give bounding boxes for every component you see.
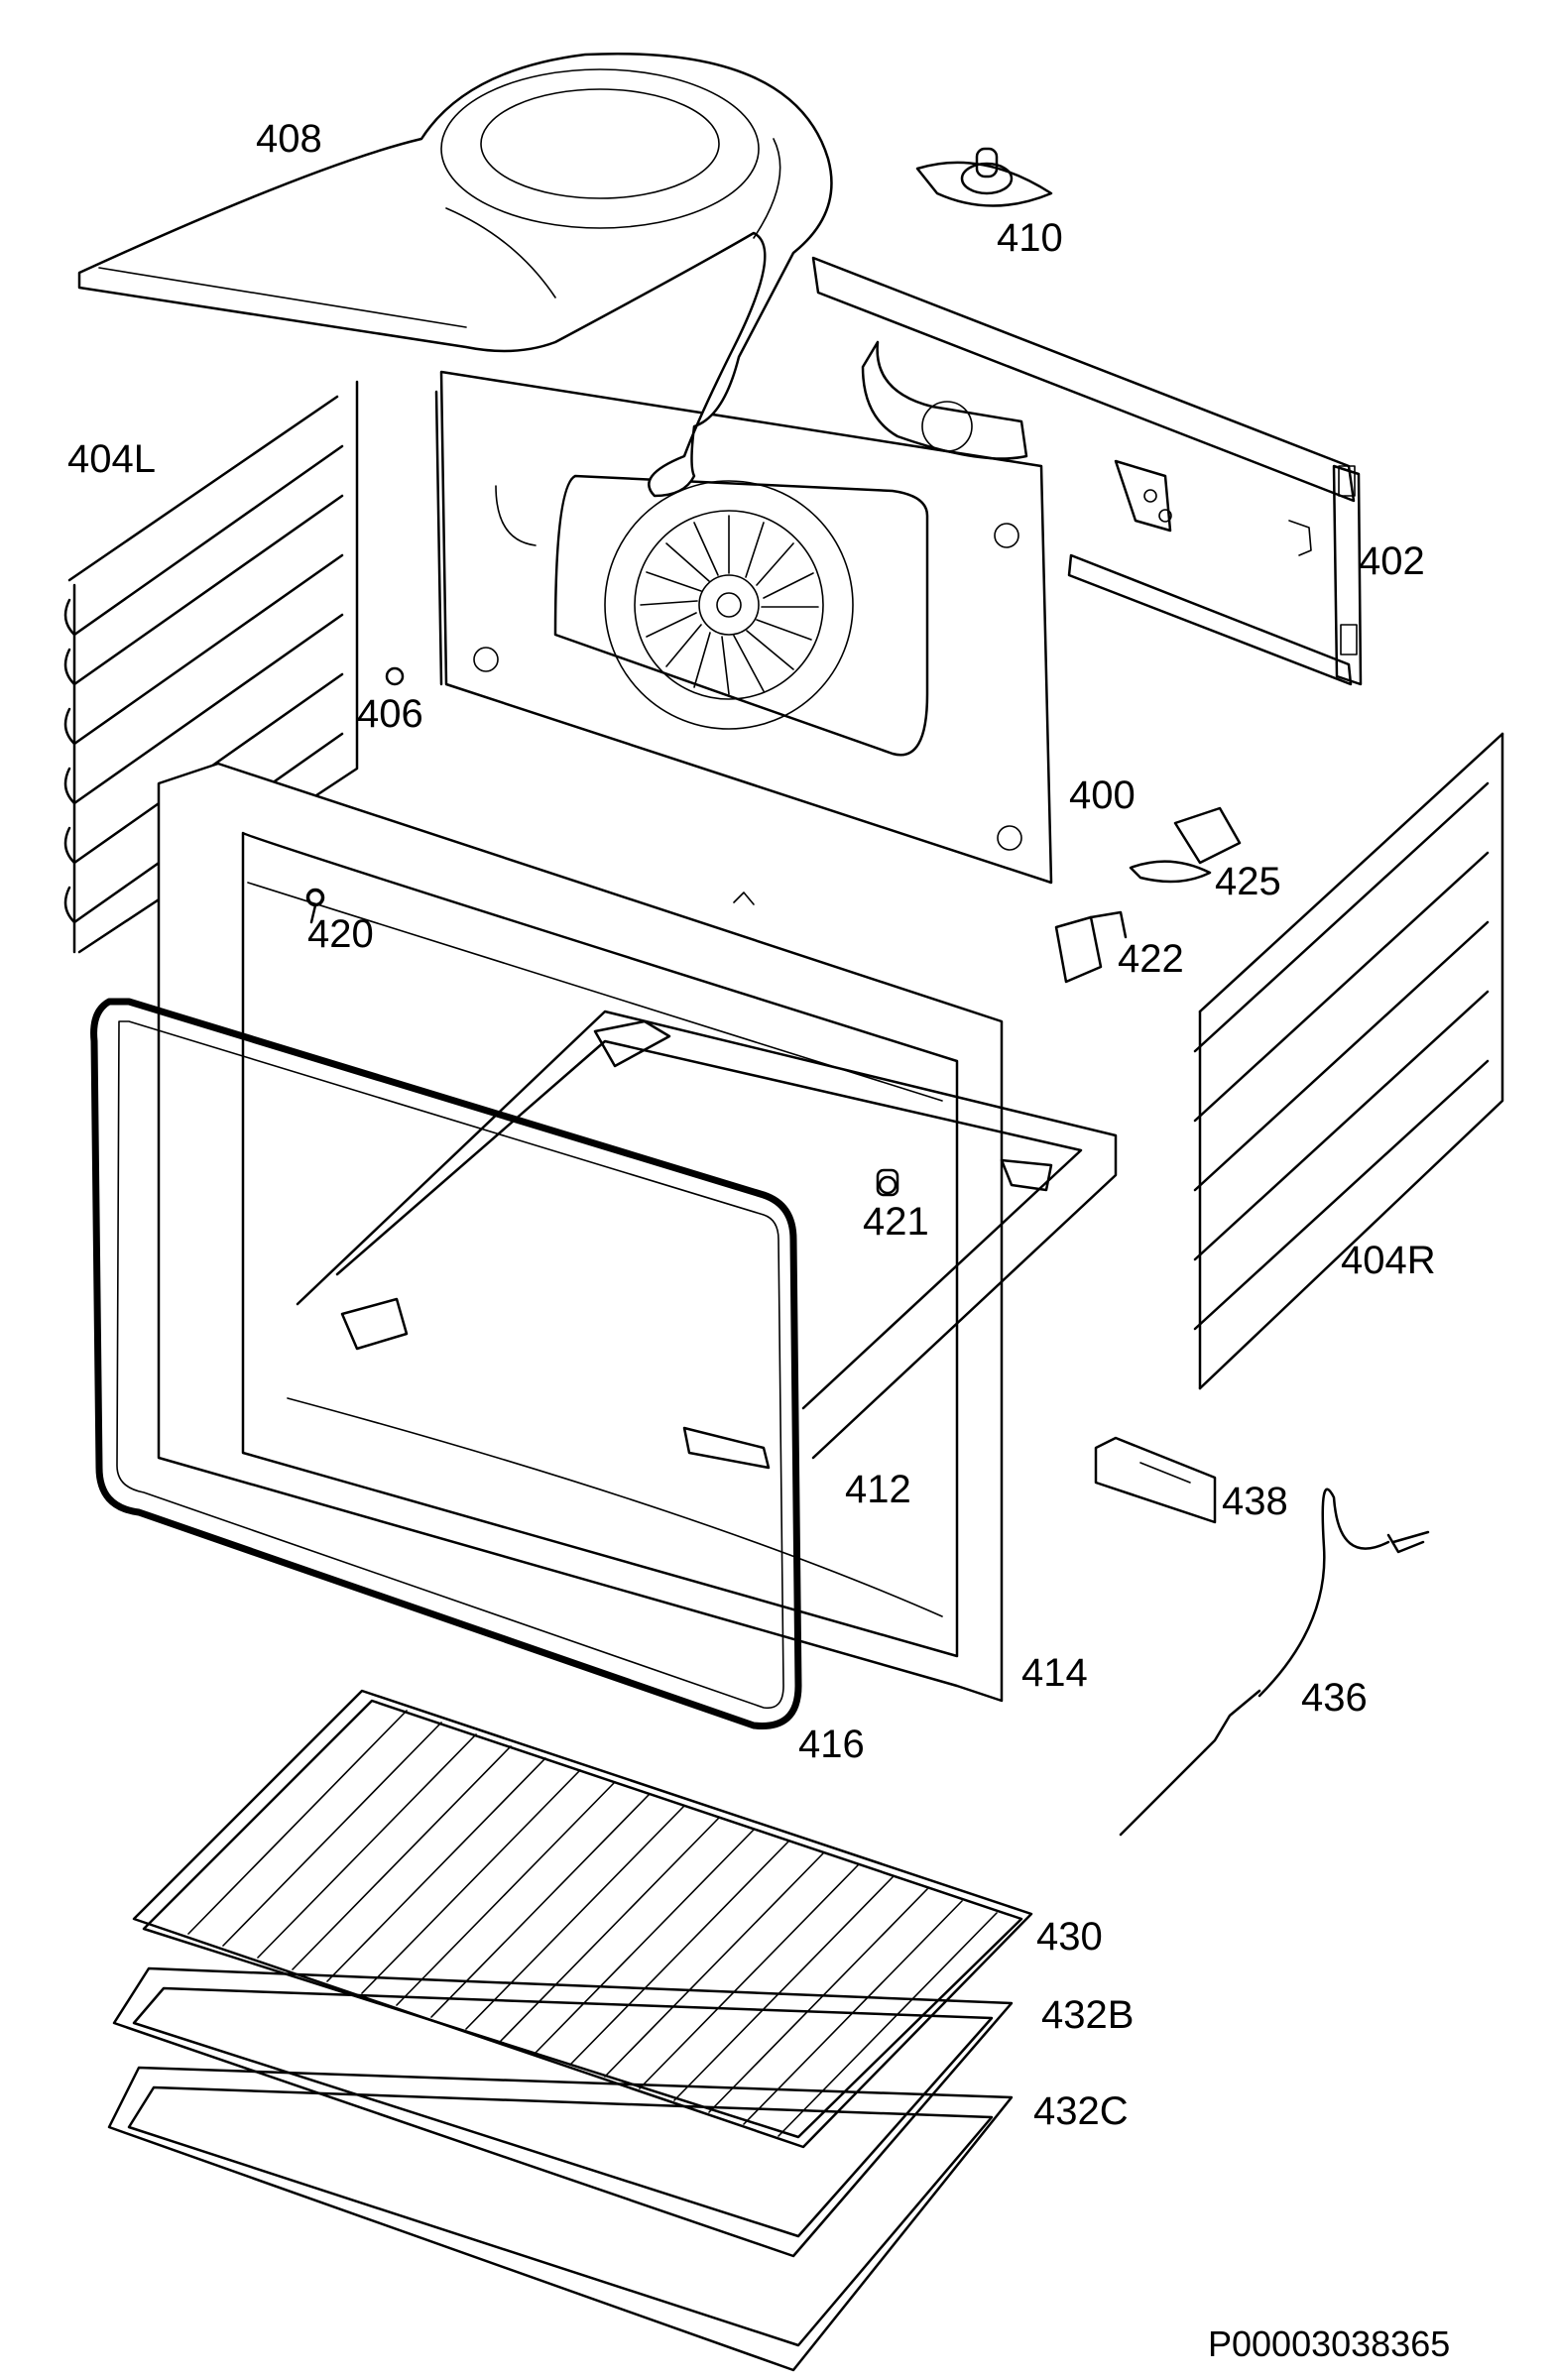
label-402: 402: [1359, 539, 1425, 583]
label-414: 414: [1021, 1651, 1088, 1695]
document-code: P00003038365: [1208, 2323, 1450, 2364]
label-425: 425: [1215, 860, 1281, 903]
label-438: 438: [1222, 1480, 1288, 1523]
part-408-fan-housing: [77, 53, 833, 498]
label-412: 412: [845, 1468, 911, 1511]
part-432B-tray: [112, 1966, 1014, 2258]
label-421: 421: [863, 1200, 929, 1244]
part-410-bracket: [915, 147, 1053, 207]
label-432C: 432C: [1033, 2089, 1129, 2133]
part-404R-right-runner: [1193, 732, 1504, 1390]
part-416-door-seal: [90, 998, 802, 1729]
part-438-hinge: [1094, 1436, 1217, 1524]
label-410: 410: [997, 216, 1063, 260]
label-430: 430: [1036, 1915, 1103, 1959]
part-421-lamp-holder: [876, 1168, 899, 1197]
part-414-front-frame: [157, 762, 1004, 1703]
part-402-rear-rail: [811, 256, 1363, 686]
label-436: 436: [1301, 1676, 1368, 1720]
part-400-rear-panel: [434, 340, 1053, 885]
part-406-clip: [385, 666, 405, 686]
label-422: 422: [1118, 937, 1184, 981]
part-412-cavity: [296, 1010, 1118, 1470]
label-404L: 404L: [67, 437, 156, 481]
label-416: 416: [798, 1723, 865, 1766]
part-425-switch: [1129, 806, 1242, 884]
label-404R: 404R: [1341, 1239, 1436, 1282]
label-400: 400: [1069, 774, 1136, 817]
part-436-meat-probe: [1119, 1488, 1430, 1837]
part-420-screw: [305, 888, 325, 924]
label-420: 420: [307, 912, 374, 956]
label-432B: 432B: [1041, 1993, 1134, 2037]
label-406: 406: [357, 692, 423, 736]
label-408: 408: [256, 117, 322, 161]
part-422-component: [1054, 910, 1128, 984]
part-430-wire-grid: [132, 1689, 1033, 2149]
fan-grille-slots: [640, 515, 819, 695]
part-432C-tray: [107, 2066, 1014, 2372]
